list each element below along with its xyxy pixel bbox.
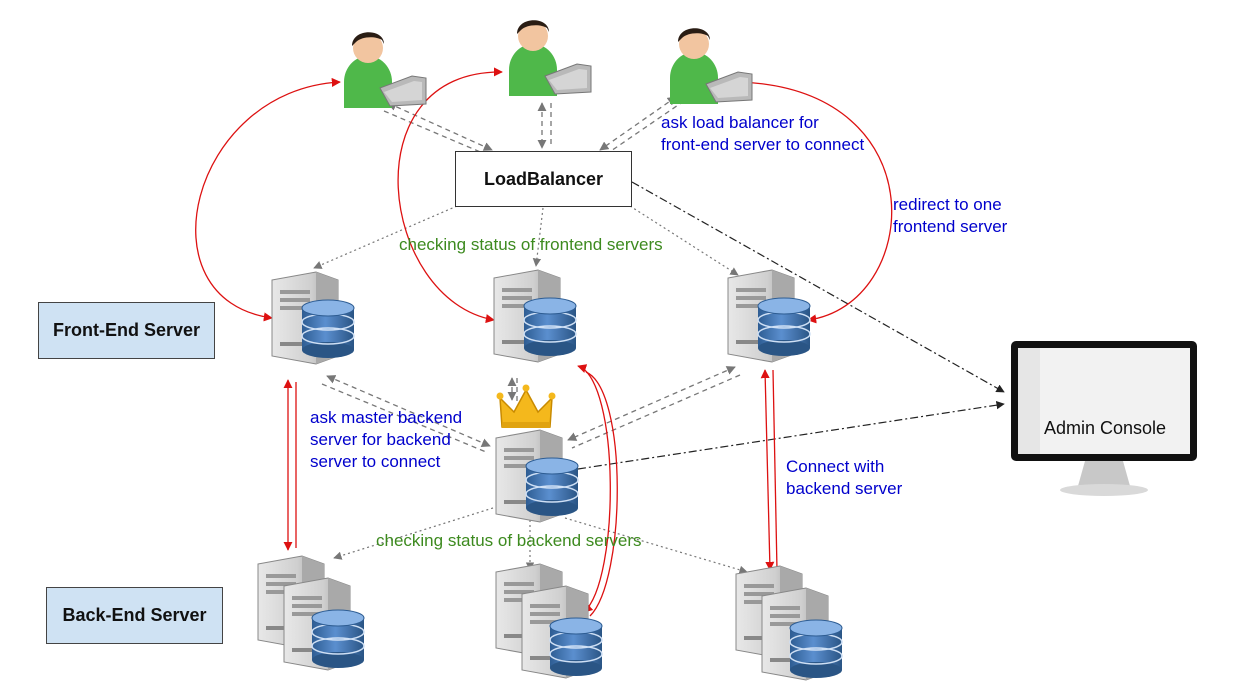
- lb-frontend-status-links: [313, 205, 739, 276]
- connect-backend-text-2: backend server: [786, 479, 903, 498]
- backend-server-3-icon: [736, 566, 842, 680]
- frontend-server-2-icon: [494, 270, 576, 362]
- ask-lb-text-2: front-end server to connect: [661, 135, 865, 154]
- ask-master-text-2: server for backend: [310, 430, 451, 449]
- user-lb-links: [383, 96, 685, 155]
- backend-server-2-icon: [496, 564, 602, 678]
- redirect-text-1: redirect to one: [893, 195, 1002, 214]
- back-end-tier-label: Back-End Server: [46, 587, 223, 644]
- frontend-master-links: [321, 366, 741, 453]
- frontend-server-1-icon: [272, 272, 354, 364]
- checking-backend-text: checking status of backend servers: [376, 531, 642, 550]
- redirect-text-2: frontend server: [893, 217, 1008, 236]
- user-2-icon: [508, 19, 592, 97]
- monitor-icon: [1011, 341, 1197, 496]
- admin-console-label: Admin Console: [1043, 418, 1167, 438]
- master-backend-status-links: [333, 507, 748, 574]
- user-3-icon: [669, 27, 753, 105]
- ask-lb-text-1: ask load balancer for: [661, 113, 819, 132]
- load-balancer-box: LoadBalancer: [455, 151, 632, 207]
- checking-frontend-text: checking status of frontend servers: [399, 235, 663, 254]
- front-end-tier-label: Front-End Server: [38, 302, 215, 359]
- ask-master-text-3: server to connect: [310, 452, 441, 471]
- connect-backend-text-1: Connect with: [786, 457, 885, 476]
- backend-server-1-icon: [258, 556, 364, 670]
- master-backend-server-icon: [496, 430, 578, 522]
- redirect-arrows: [195, 67, 893, 617]
- user-1-icon: [343, 31, 427, 109]
- frontend-server-3-icon: [728, 270, 810, 362]
- admin-links: [577, 181, 1005, 470]
- ask-master-text-1: ask master backend: [310, 408, 463, 427]
- crown-icon: [496, 384, 556, 428]
